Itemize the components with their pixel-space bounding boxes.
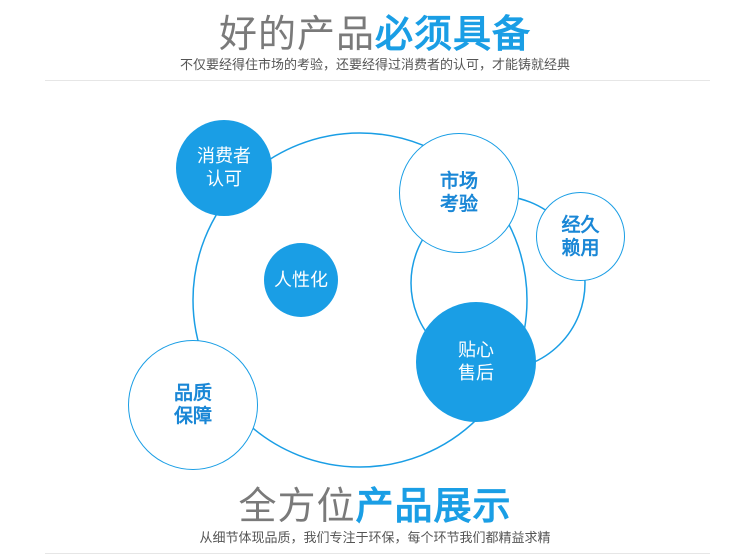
node-market: 市场 考验: [399, 133, 519, 253]
node-quality-line2: 保障: [173, 405, 212, 427]
section-title-light: 全方位: [238, 484, 356, 528]
node-service-line1: 贴心: [458, 340, 494, 361]
bottom-divider: [45, 553, 710, 554]
node-consumer: 消费者 认可: [176, 120, 272, 216]
page-title-light: 好的产品: [218, 12, 375, 56]
node-human-line1: 人性化: [274, 269, 328, 291]
node-service: 贴心 售后: [416, 302, 536, 422]
node-durable-line2: 赖用: [561, 236, 600, 259]
large-ring: [192, 132, 528, 468]
node-quality-line1: 品质: [173, 382, 212, 404]
page-subtitle: 不仅要经得住市场的考验，还要经得过消费者的认可，才能铸就经典: [179, 58, 570, 73]
top-divider: [45, 80, 710, 81]
node-market-line2: 考验: [439, 193, 478, 215]
node-durable: 经久 赖用: [536, 192, 625, 281]
node-service-line2: 售后: [458, 363, 494, 384]
node-consumer-line2: 认可: [206, 169, 242, 190]
section-title-bold: 产品展示: [355, 484, 512, 528]
page-title: 好的产品必须具备: [0, 12, 750, 56]
node-consumer-line1: 消费者: [197, 146, 251, 167]
section-title: 全方位产品展示: [0, 484, 750, 528]
node-market-line1: 市场: [439, 170, 478, 192]
node-durable-line1: 经久: [561, 213, 600, 236]
node-quality: 品质 保障: [128, 340, 258, 470]
section-subtitle: 从细节体现品质，我们专注于环保，每个环节我们都精益求精: [199, 531, 551, 546]
node-human: 人性化: [264, 243, 338, 317]
page-title-bold: 必须具备: [375, 12, 532, 56]
